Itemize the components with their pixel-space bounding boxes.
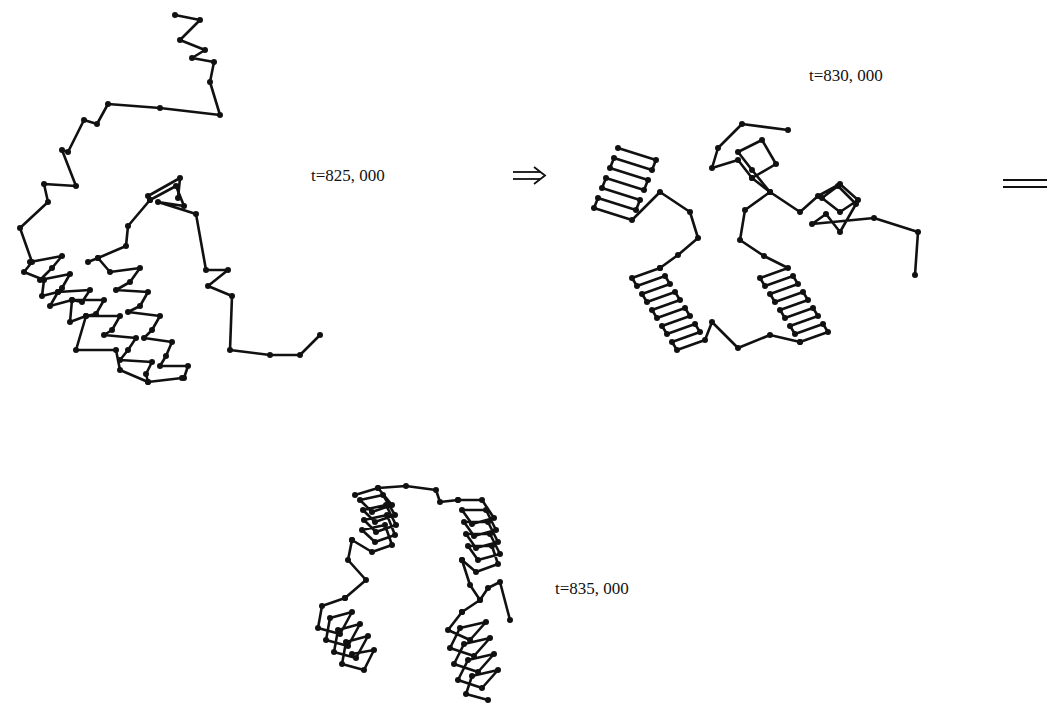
chain-830-top [712,124,788,192]
chain-830-ladder-a [594,148,698,268]
time-label: t=830, 000 [809,66,883,86]
chain-825 [20,15,220,382]
chain-835-link-3 [462,560,480,612]
chain-835-link-2 [345,540,366,598]
chain-825-coil2 [98,258,188,378]
time-label: t=825, 000 [311,166,385,186]
chain-835-coil-1 [352,488,396,552]
chain-825-arm [148,178,180,200]
chain-830-ladder-b [632,268,800,350]
chain-835-link-1 [378,486,458,502]
time-label: t=835, 000 [555,579,629,599]
chain-835-coil-4 [448,612,498,700]
chain-830-ladder-c [740,192,828,342]
double-arrow [1003,180,1047,187]
chain-835-coil-3 [318,598,374,670]
chain-835-tail [480,582,510,620]
double-arrow [513,167,545,184]
chain-835-coil-2 [458,500,500,572]
chain-830-squares [738,140,918,275]
